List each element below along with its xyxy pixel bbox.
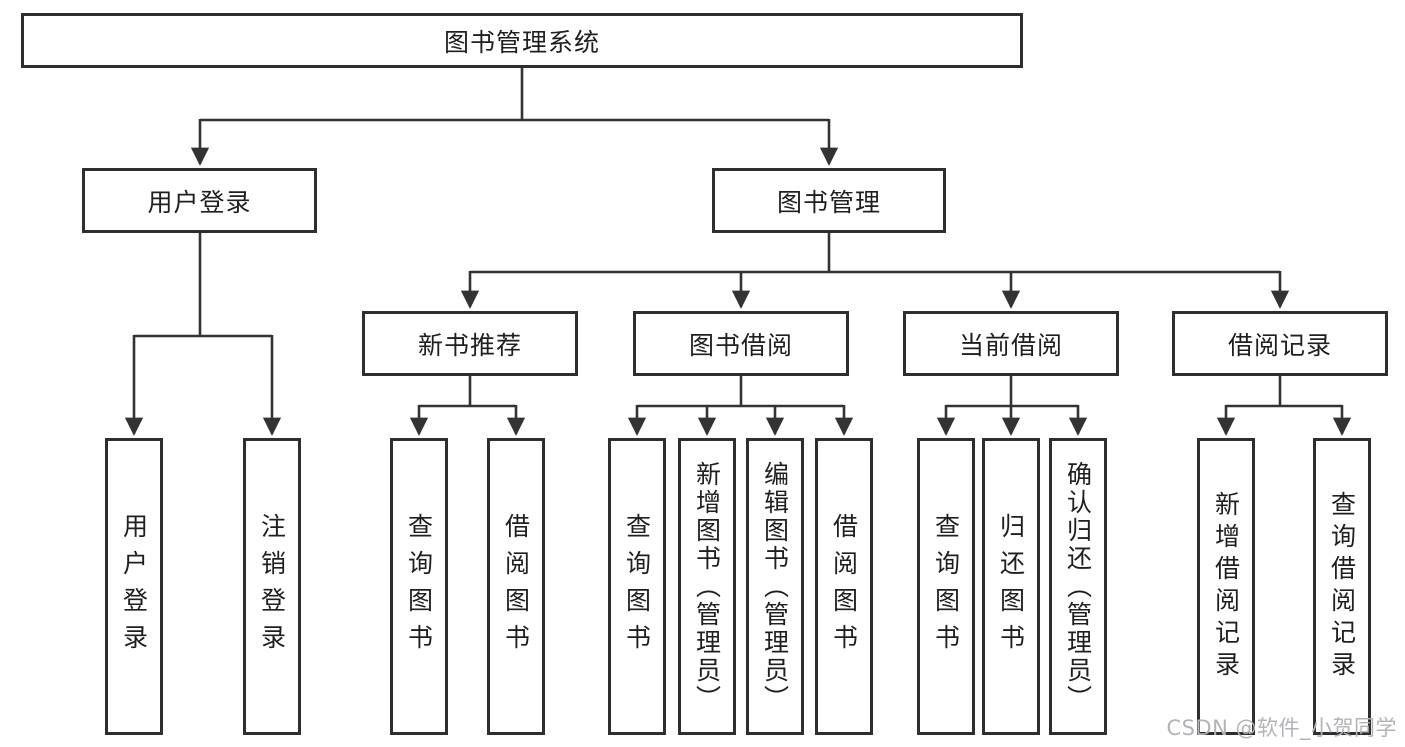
node-label: 新书推荐 xyxy=(417,330,522,360)
csdn-watermark: CSDN @软件_小贺同学 xyxy=(1166,716,1397,740)
leaf-add-book-admin: 新增图书（管理员） xyxy=(678,438,736,735)
node-user-login: 用户登录 xyxy=(82,168,317,233)
node-label: 图书借阅 xyxy=(688,330,793,360)
node-new-book-recommend: 新书推荐 xyxy=(362,311,578,376)
node-label: 借阅图书 xyxy=(829,512,859,661)
leaf-query-book-recommend: 查询图书 xyxy=(390,438,448,735)
leaf-borrow-book-recommend: 借阅图书 xyxy=(487,438,545,735)
node-label: 用户登录 xyxy=(119,512,149,661)
node-label: 编辑图书（管理员） xyxy=(760,460,790,713)
leaf-query-book-borrow: 查询图书 xyxy=(608,438,666,735)
node-borrow-records: 借阅记录 xyxy=(1172,311,1388,376)
node-label: 查询图书 xyxy=(404,512,434,661)
node-label: 借阅图书 xyxy=(501,512,531,661)
leaf-add-borrow-record: 新增借阅记录 xyxy=(1197,438,1255,735)
node-label: 当前借阅 xyxy=(958,330,1063,360)
node-book-borrow: 图书借阅 xyxy=(633,311,849,376)
node-label: 用户登录 xyxy=(147,187,252,217)
node-label: 借阅记录 xyxy=(1227,330,1332,360)
leaf-logout: 注销登录 xyxy=(243,438,301,735)
node-label: 查询图书 xyxy=(931,512,961,661)
node-current-borrow: 当前借阅 xyxy=(903,311,1119,376)
node-label: 图书管理 xyxy=(776,187,881,217)
leaf-edit-book-admin: 编辑图书（管理员） xyxy=(746,438,804,735)
node-label: 查询图书 xyxy=(622,512,652,661)
node-label: 注销登录 xyxy=(257,512,287,661)
leaf-query-borrow-record: 查询借阅记录 xyxy=(1313,438,1371,735)
leaf-query-book-current: 查询图书 xyxy=(917,438,975,735)
leaf-confirm-return-admin: 确认归还（管理员） xyxy=(1049,438,1107,735)
leaf-return-book: 归还图书 xyxy=(982,438,1040,735)
leaf-borrow-book: 借阅图书 xyxy=(815,438,873,735)
node-book-management: 图书管理 xyxy=(712,168,946,233)
node-library-management-system: 图书管理系统 xyxy=(21,13,1023,68)
node-label: 确认归还（管理员） xyxy=(1063,460,1093,713)
node-label: 归还图书 xyxy=(996,512,1026,661)
node-label: 新增图书（管理员） xyxy=(692,460,722,713)
node-label: 新增借阅记录 xyxy=(1211,490,1241,683)
leaf-user-login: 用户登录 xyxy=(105,438,163,735)
node-label: 图书管理系统 xyxy=(443,27,600,57)
node-label: 查询借阅记录 xyxy=(1327,490,1357,683)
